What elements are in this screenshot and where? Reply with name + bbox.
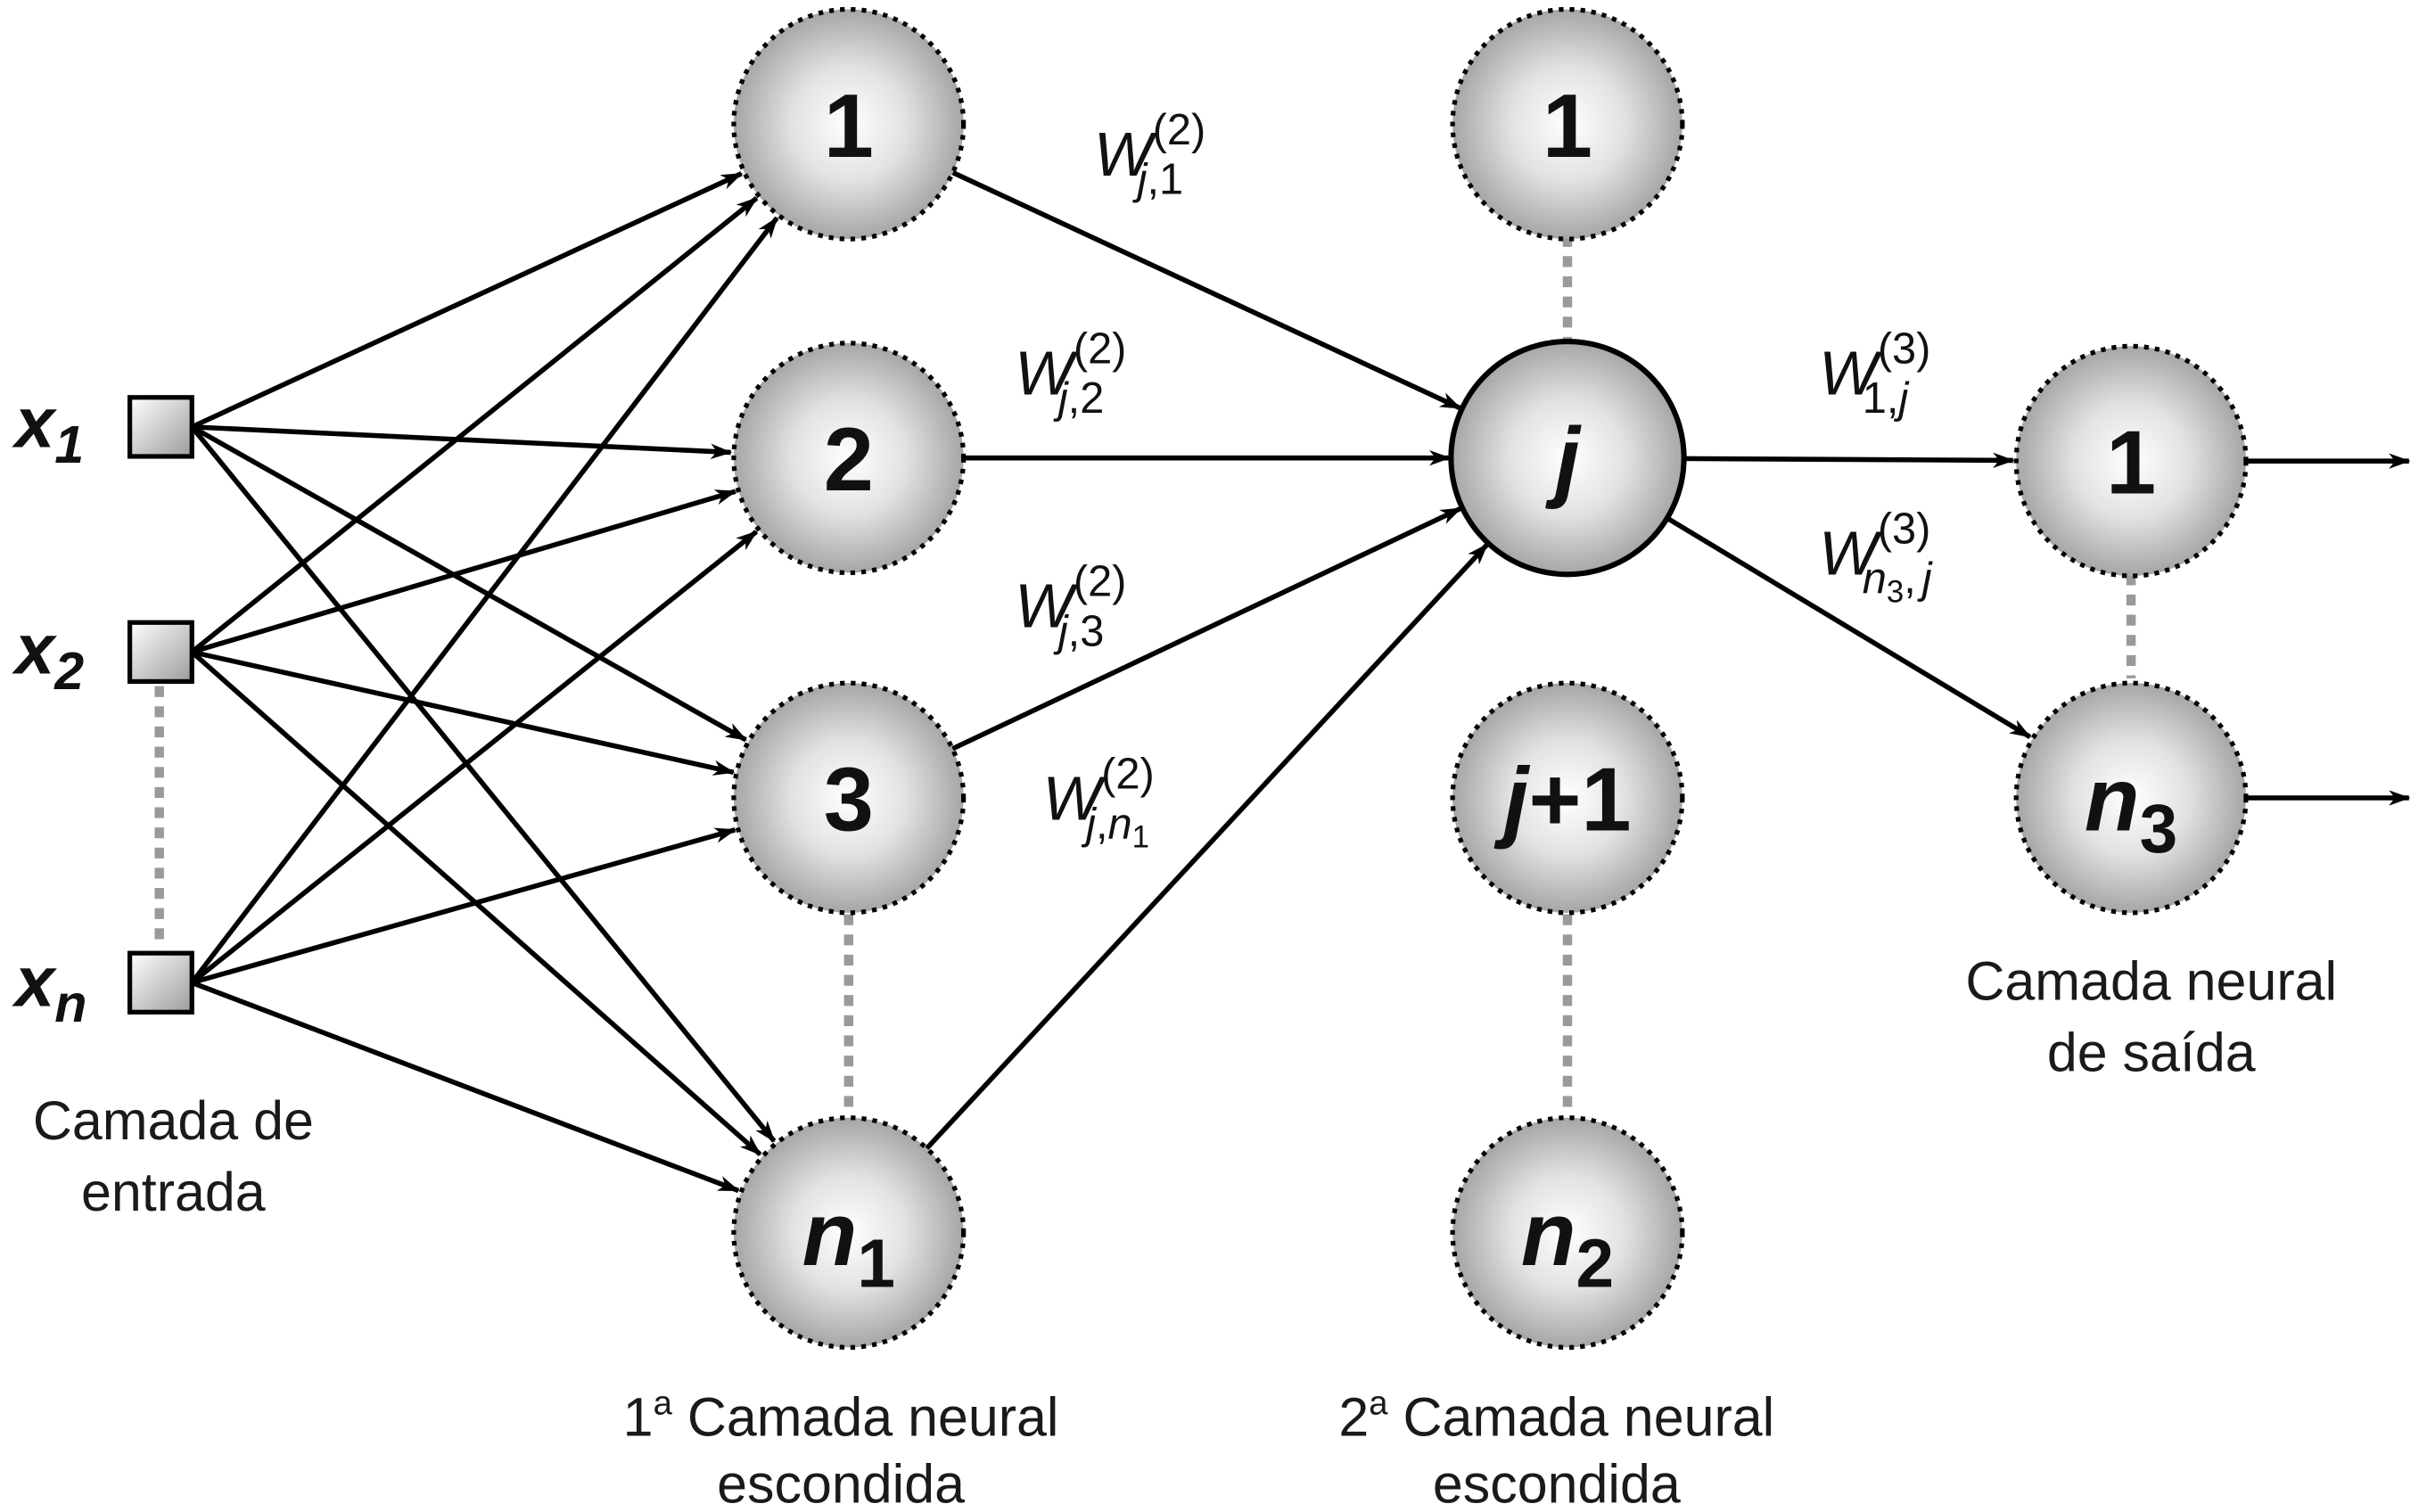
input-label-n: xn [12, 941, 87, 1032]
hidden1-label-n1: n1 [802, 1185, 895, 1302]
input-label-2: x2 [12, 609, 85, 701]
edge-x2-to-h1-3 [191, 649, 736, 776]
hidden2-label-n2: n2 [1521, 1185, 1614, 1302]
svg-text:escondida: escondida [1433, 1454, 1681, 1512]
edge-j-to-out-1 [1682, 452, 2015, 469]
weight-label-j3: W(2)j,3 [1015, 558, 1126, 656]
edge-x1-to-h1-2 [192, 424, 733, 460]
svg-text:de saída: de saída [2047, 1022, 2256, 1082]
weight-label-1j: W(3)1,j [1819, 325, 1930, 423]
weight-label-j1: W(2)j,1 [1094, 106, 1205, 204]
edge-xn-to-h1-n1 [191, 980, 740, 1194]
edge-x2-to-h1-2 [191, 489, 737, 655]
hidden1-node-n1 [731, 1115, 967, 1351]
input-layer-caption: Camada de entrada [33, 1090, 314, 1222]
input-node-1 [127, 395, 194, 459]
svg-text:1a Camada neural: 1a Camada neural [623, 1384, 1059, 1447]
hidden1-label-3: 3 [824, 751, 874, 850]
output-layer [2013, 343, 2249, 916]
output-label-1: 1 [2106, 414, 2156, 514]
edge-h1-1-to-j [951, 170, 1462, 411]
svg-text:escondida: escondida [717, 1454, 965, 1512]
edge-xn-to-h1-3 [191, 827, 737, 985]
edge-h1-3-to-j [951, 505, 1462, 752]
hidden1-layer-caption: 1a Camada neural escondida [623, 1384, 1059, 1512]
hidden1-label-2: 2 [824, 410, 874, 510]
hidden1-node-3 [731, 680, 967, 916]
connections [190, 170, 2411, 1194]
hidden2-node-jplus1 [1450, 680, 1685, 916]
svg-text:Camada neural: Camada neural [1965, 950, 2337, 1011]
input-node-n [127, 950, 194, 1015]
hidden2-label-jplus1: j+1 [1493, 751, 1631, 850]
hidden2-node-1 [1450, 6, 1685, 242]
edge-j-to-out-n3 [1664, 514, 2032, 740]
weight-label-n3j: W(3)n3,j [1819, 505, 1933, 609]
hidden-layer-1 [731, 6, 967, 1351]
output-node-1 [2013, 343, 2249, 579]
hidden1-node-1 [731, 6, 967, 242]
svg-text:2a Camada neural: 2a Camada neural [1338, 1384, 1774, 1447]
edge-xn-to-h1-2 [190, 530, 759, 985]
input-node-2 [127, 620, 194, 685]
hidden1-label-1: 1 [824, 77, 874, 177]
edge-x2-to-h1-1 [190, 196, 759, 654]
input-layer [127, 395, 194, 1015]
weight-label-jn1: W(2)j,n1 [1042, 751, 1154, 855]
edge-xn-to-h1-1 [190, 216, 779, 984]
hidden1-node-2 [731, 341, 967, 576]
svg-text:entrada: entrada [81, 1162, 266, 1222]
input-label-1: x1 [12, 382, 84, 473]
edge-x1-to-h1-n1 [190, 425, 777, 1143]
svg-text:Camada de: Camada de [33, 1090, 314, 1151]
weight-label-j2: W(2)j,2 [1015, 325, 1126, 423]
output-layer-caption: Camada neural de saída [1965, 950, 2337, 1082]
ellipsis-connectors [154, 235, 2136, 1113]
edge-x1-to-h1-1 [191, 171, 744, 430]
edge-x1-to-h1-3 [190, 424, 748, 743]
hidden-layer-2 [1448, 6, 1687, 1351]
hidden2-layer-caption: 2a Camada neural escondida [1338, 1384, 1774, 1512]
output-label-n3: n3 [2085, 751, 2177, 867]
output-node-n3 [2013, 680, 2249, 916]
hidden2-label-1: 1 [1543, 77, 1592, 177]
hidden2-node-j [1448, 339, 1687, 578]
edge-h1-n1-to-j [925, 542, 1490, 1151]
hidden2-node-n2 [1450, 1115, 1685, 1351]
